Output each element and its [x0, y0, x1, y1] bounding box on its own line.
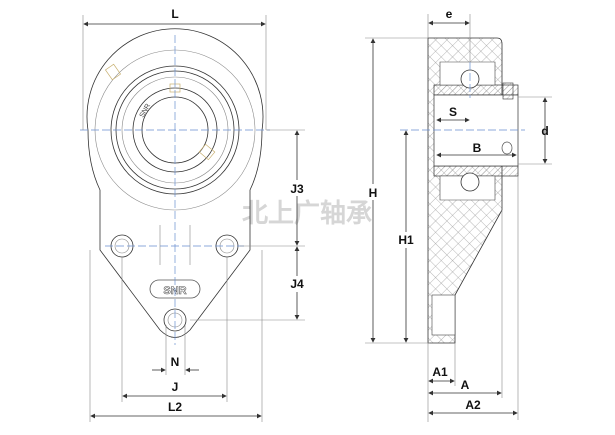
- dim-H1: H1: [398, 233, 414, 247]
- front-dimensions: L J3 J4 N J L2: [82, 7, 308, 422]
- front-view: SNR SNR: [80, 28, 270, 345]
- dim-S: S: [449, 105, 457, 119]
- dim-J3: J3: [290, 182, 304, 196]
- dim-J: J: [172, 380, 179, 394]
- dim-d: d: [541, 124, 548, 138]
- dim-N: N: [171, 355, 180, 369]
- dim-H: H: [369, 186, 378, 200]
- dim-B: B: [473, 141, 482, 155]
- side-dimensions: e H H1 S B d A1 A A2: [364, 7, 552, 422]
- dim-J4: J4: [290, 277, 304, 291]
- dim-A1: A1: [432, 365, 448, 379]
- dim-A2: A2: [465, 398, 481, 412]
- dim-A: A: [461, 378, 470, 392]
- dim-L2: L2: [168, 400, 182, 414]
- dim-L: L: [171, 7, 178, 21]
- watermark: 北上广轴承: [242, 199, 372, 229]
- dim-e: e: [446, 7, 453, 21]
- side-view: [400, 37, 525, 344]
